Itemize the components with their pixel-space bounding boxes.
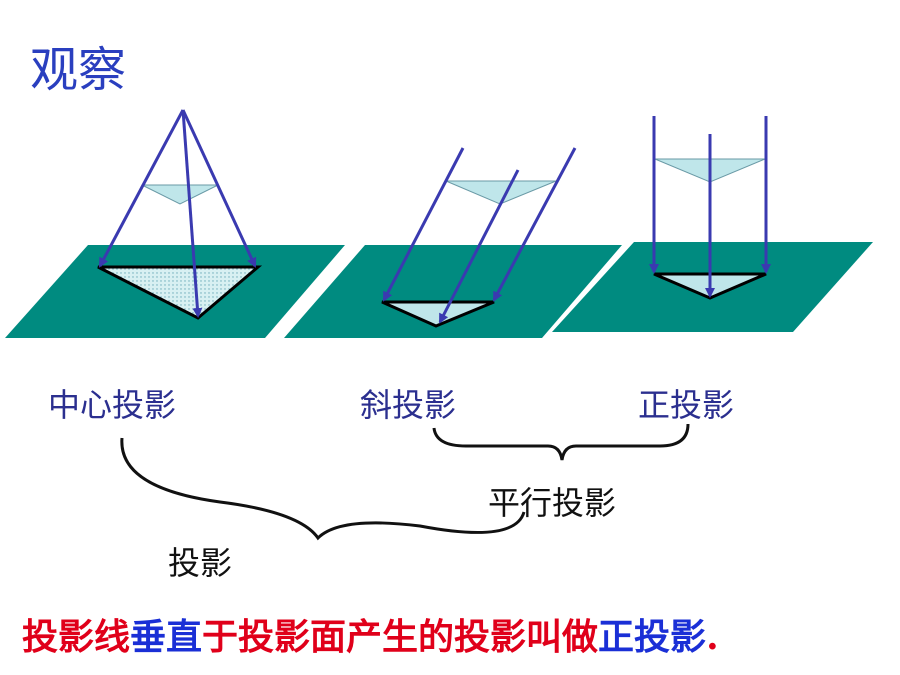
conclusion-part-4: 正投影 [598, 616, 707, 658]
oblique-projection-group [381, 147, 577, 328]
central-object-triangle [141, 184, 219, 205]
conclusion-part-3: 于投影面产生的投影叫做 [202, 616, 599, 658]
oblique-ray-middle [438, 169, 520, 324]
projection-brace [120, 437, 526, 541]
label-central-projection: 中心投影 [48, 386, 177, 424]
conclusion-sentence: 投影线垂直于投影面产生的投影叫做正投影. [22, 608, 719, 660]
label-orthographic-projection: 正投影 [638, 386, 735, 424]
label-parallel-projection: 平行投影 [488, 484, 617, 522]
label-oblique-projection: 斜投影 [360, 386, 457, 424]
oblique-shadow-triangle [381, 300, 495, 328]
parallel-brace [432, 423, 690, 461]
central-ray-middle [181, 109, 203, 318]
central-shadow-triangle [97, 265, 263, 320]
conclusion-part-5: . [706, 616, 719, 658]
oblique-ray-right [492, 147, 577, 302]
plane-oblique [284, 245, 622, 338]
orthographic-projection-group [649, 116, 771, 300]
central-ray-left [98, 109, 185, 268]
conclusion-part-2: 垂直 [130, 616, 203, 658]
page-title: 观察 [30, 42, 127, 98]
central-projection-group [97, 109, 263, 320]
conclusion-part-1: 投影线 [22, 616, 131, 658]
oblique-ray-left [382, 147, 465, 302]
oblique-object-triangle [445, 180, 557, 205]
central-ray-right [181, 109, 257, 268]
label-projection: 投影 [168, 544, 233, 582]
